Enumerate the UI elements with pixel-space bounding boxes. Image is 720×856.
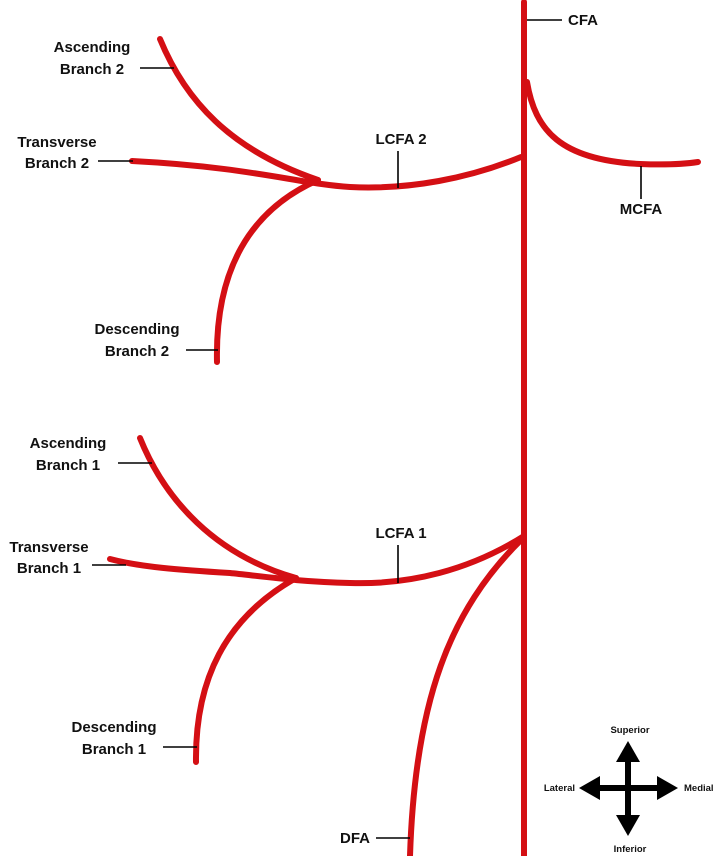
cfa-label: CFA xyxy=(568,12,598,29)
lcfa1-label: LCFA 1 xyxy=(375,525,426,542)
descending-branch-2-vessel xyxy=(213,177,321,365)
ascending-branch-2-label-line2: Branch 2 xyxy=(60,61,124,78)
compass-arrow-up-icon xyxy=(616,741,640,762)
transverse-branch-2-label-line2: Branch 2 xyxy=(25,155,89,172)
transverse-branch-2-label-line1: Transverse xyxy=(17,134,96,151)
lcfa2-label: LCFA 2 xyxy=(375,131,426,148)
dfa-vessel xyxy=(407,537,524,856)
lcfa2-vessel xyxy=(129,154,524,191)
compass-inferior-label: Inferior xyxy=(614,844,647,855)
ascending-branch-2-vessel xyxy=(157,36,321,183)
dfa-label: DFA xyxy=(340,830,370,847)
ascending-branch-2-label-line1: Ascending xyxy=(54,39,131,56)
ascending-branch-1-label-line2: Branch 1 xyxy=(36,457,100,474)
descending-branch-1-vessel xyxy=(192,575,299,765)
lcfa1-vessel xyxy=(107,533,527,587)
descending-branch-1-label-line2: Branch 1 xyxy=(82,741,146,758)
mcfa-vessel xyxy=(524,79,701,168)
transverse-branch-1-label-line1: Transverse xyxy=(9,539,88,556)
compass-arrow-right-icon xyxy=(657,776,678,800)
descending-branch-1-label-line1: Descending xyxy=(71,719,156,736)
descending-branch-2-label-line2: Branch 2 xyxy=(105,343,169,360)
compass-medial-label: Medial xyxy=(684,783,714,794)
compass-superior-label: Superior xyxy=(610,725,649,736)
transverse-branch-1-label-line2: Branch 1 xyxy=(17,560,81,577)
ascending-branch-1-label-line1: Ascending xyxy=(30,435,107,452)
compass-lateral-label: Lateral xyxy=(544,783,575,794)
orientation-compass: Superior Inferior Lateral Medial xyxy=(544,725,714,855)
descending-branch-2-label-line1: Descending xyxy=(94,321,179,338)
mcfa-label: MCFA xyxy=(620,201,663,218)
compass-arrow-left-icon xyxy=(579,776,600,800)
compass-arrow-down-icon xyxy=(616,815,640,836)
ascending-branch-1-vessel xyxy=(137,435,299,581)
